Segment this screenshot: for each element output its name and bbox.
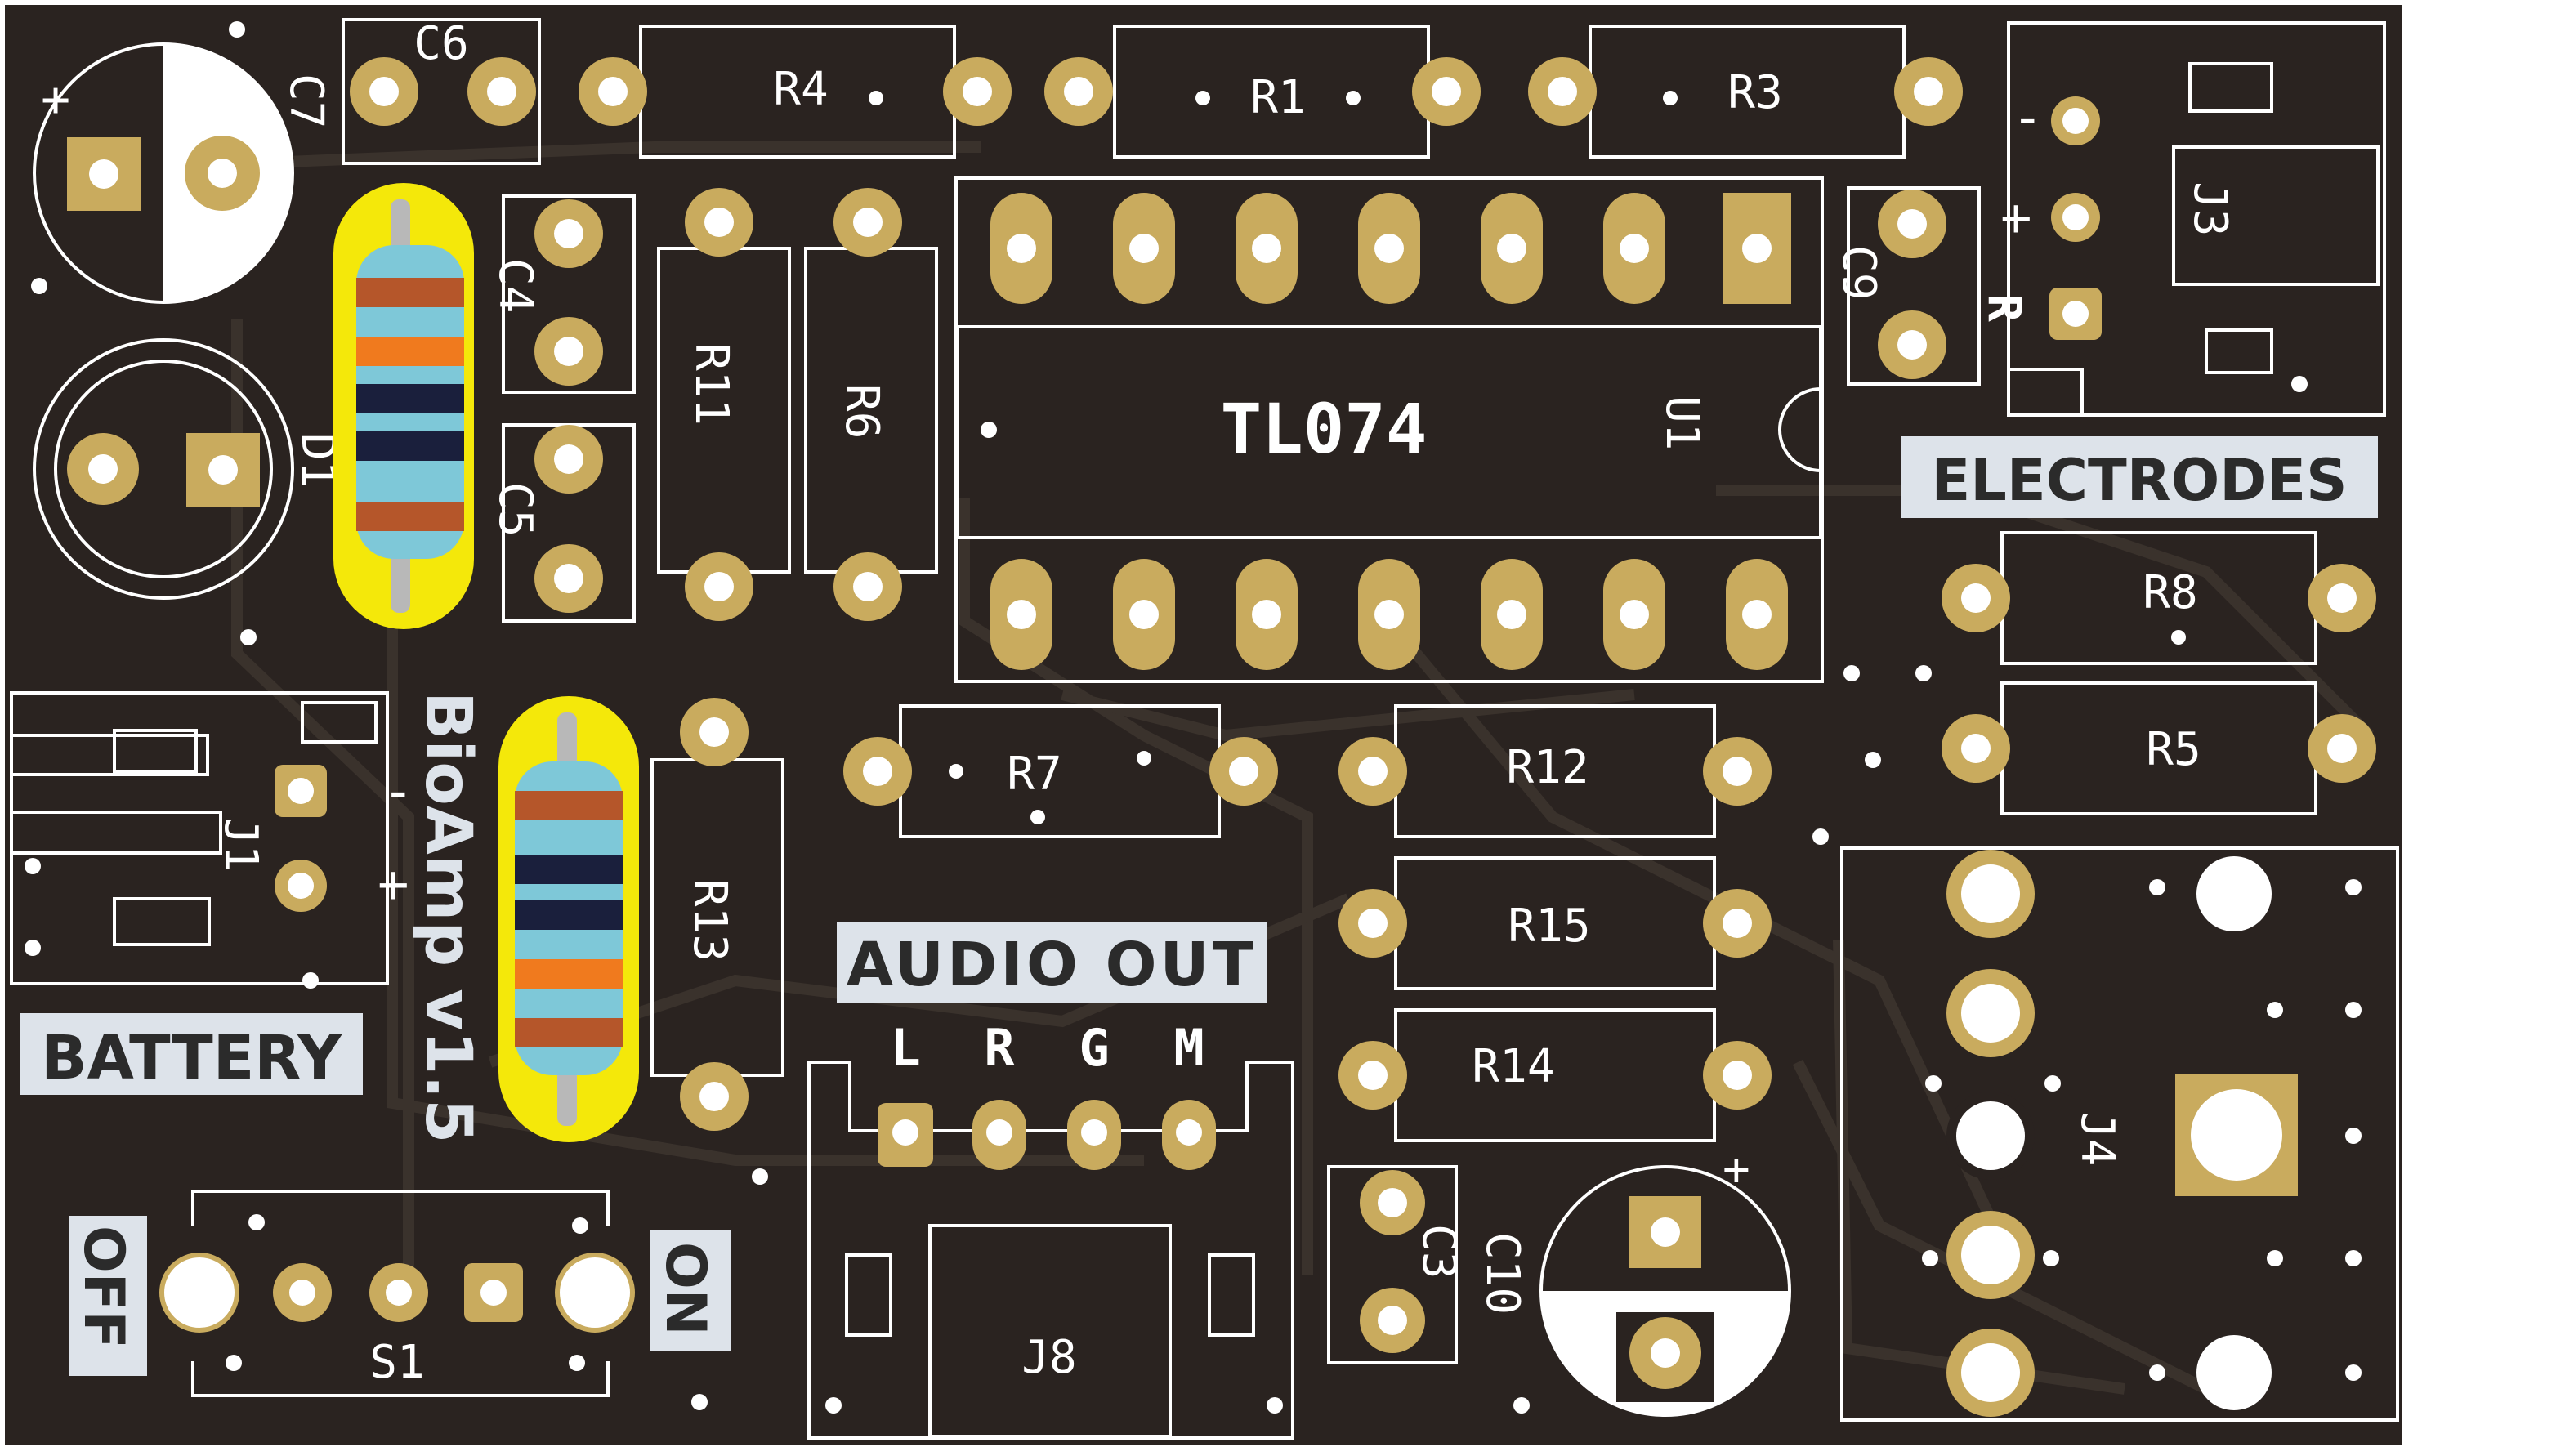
r8-footprint: R8 [1942, 531, 2376, 665]
u1-footprint: TL074 U1 [954, 176, 1824, 683]
j3-label: J3 [2183, 181, 2237, 236]
ic-label: TL074 [1221, 389, 1428, 469]
u1-top-pads [990, 193, 1791, 304]
j3-r-label: R [1977, 294, 2031, 322]
vias [25, 21, 2362, 1414]
highlighted-resistor-top [333, 183, 474, 629]
c4-footprint: C4 [489, 194, 636, 394]
r13-footprint: R13 [650, 698, 784, 1131]
r1-footprint: R1 [1044, 25, 1481, 159]
audio-l-label: L [890, 1018, 920, 1078]
r3-footprint: R3 [1528, 25, 1963, 159]
s1-label: S1 [369, 1336, 424, 1389]
r12-label: R12 [1506, 741, 1589, 794]
s1-footprint: S1 [159, 1190, 635, 1397]
c5-footprint: C5 [489, 423, 636, 623]
j3-minus-label: - [2012, 88, 2044, 149]
c5-label: C5 [489, 482, 542, 537]
r12-footprint: R12 [1338, 704, 1772, 838]
u1-bottom-pads [990, 559, 1788, 670]
r13-label: R13 [683, 879, 736, 962]
r7-label: R7 [1007, 748, 1061, 801]
c9-label: C9 [1832, 245, 1885, 300]
j8-label: J8 [1021, 1331, 1076, 1384]
r6-footprint: R6 [804, 188, 938, 621]
j4-footprint: J4 [1840, 846, 2399, 1422]
c10-footprint: + C10 [1476, 1143, 1791, 1417]
off-label: OFF [71, 1226, 136, 1349]
r1-label: R1 [1250, 71, 1305, 124]
r11-label: R11 [685, 343, 738, 426]
j1-label: J1 [214, 817, 267, 872]
c9-footprint: C9 [1832, 186, 1981, 386]
r3-label: R3 [1727, 66, 1782, 119]
c3-footprint: C3 [1327, 1165, 1465, 1364]
j1-footprint: - + J1 [10, 691, 414, 985]
c7-plus-label: + [41, 71, 70, 128]
j3-plus-label: + [2000, 188, 2032, 248]
r6-label: R6 [835, 384, 888, 439]
r5-footprint: R5 [1942, 681, 2376, 815]
audio-out-label-box: AUDIO OUT [837, 922, 1267, 1003]
on-label-box: ON [650, 1230, 731, 1351]
audio-m-label: M [1173, 1018, 1204, 1078]
j8-footprint: L R G M J8 [807, 1018, 1294, 1440]
r7-footprint: R7 [843, 704, 1278, 838]
r11-footprint: R11 [657, 188, 791, 621]
r5-label: R5 [2146, 723, 2201, 776]
electrodes-label-box: ELECTRODES [1901, 436, 2378, 518]
r15-label: R15 [1508, 900, 1590, 953]
audio-out-label: AUDIO OUT [847, 930, 1257, 1000]
r14-label: R14 [1472, 1040, 1554, 1093]
j1-plus-label: + [378, 855, 409, 915]
r4-footprint: R4 [579, 25, 1012, 159]
audio-g-label: G [1079, 1018, 1109, 1078]
bioamp-version-label: BioAmp v1.5 [411, 691, 485, 1143]
j1-minus-label: - [382, 761, 414, 822]
electrodes-label: ELECTRODES [1931, 447, 2347, 514]
battery-label-box: BATTERY [20, 1013, 363, 1095]
c6-footprint: C6 [342, 17, 541, 165]
j4-label: J4 [2071, 1111, 2124, 1166]
c7-footprint: + C7 [33, 42, 333, 304]
on-label: ON [653, 1242, 717, 1336]
c7-label: C7 [279, 74, 333, 128]
c6-label: C6 [413, 17, 468, 70]
r14-footprint: R14 [1338, 1008, 1772, 1142]
c10-plus-label: + [1723, 1143, 1750, 1196]
highlighted-resistor-bottom [498, 696, 639, 1142]
c4-label: C4 [489, 258, 542, 313]
c10-label: C10 [1476, 1232, 1529, 1315]
off-label-box: OFF [69, 1216, 147, 1376]
r4-label: R4 [773, 63, 828, 116]
j3-footprint: - + R J3 [1977, 21, 2386, 417]
r15-footprint: R15 [1338, 856, 1772, 990]
c3-label: C3 [1412, 1224, 1465, 1279]
r8-label: R8 [2143, 566, 2197, 619]
battery-label: BATTERY [41, 1023, 342, 1093]
audio-r-label: R [984, 1018, 1015, 1078]
u1-label: U1 [1656, 395, 1709, 450]
